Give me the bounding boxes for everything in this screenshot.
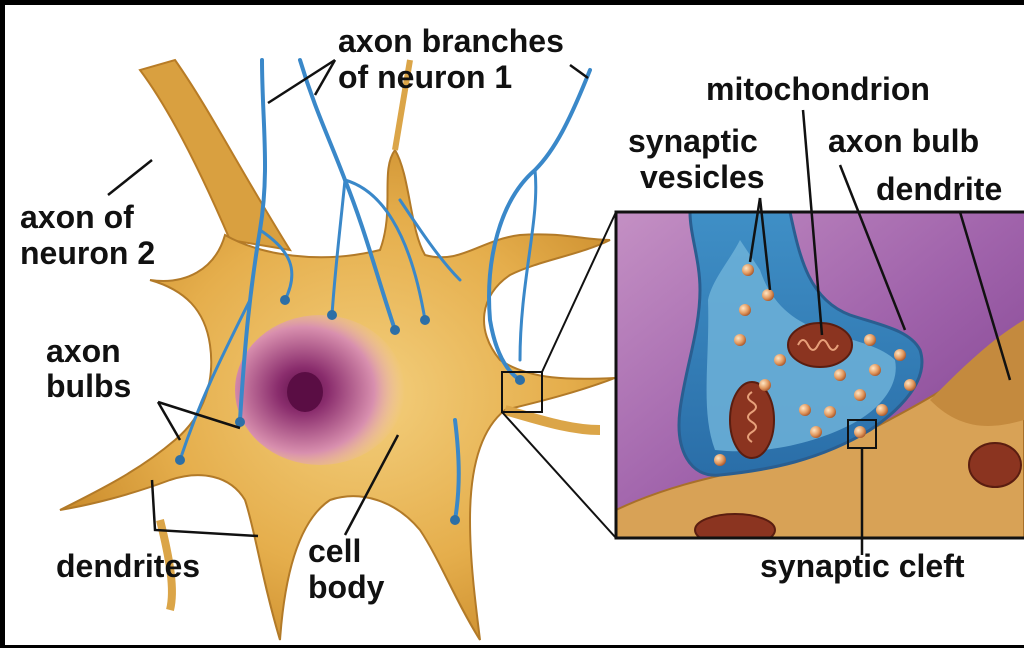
label-axon-bulbs-1: axon (46, 333, 121, 369)
label-synaptic-vesicles-2: vesicles (640, 159, 765, 195)
label-cell-body-1: cell (308, 533, 361, 569)
synapse-inset (616, 212, 1024, 546)
label-axon-bulbs-2: bulbs (46, 368, 131, 404)
axon-of-neuron-2 (140, 60, 290, 250)
label-axon-branches-2: of neuron 1 (338, 59, 512, 95)
label-synaptic-cleft: synaptic cleft (760, 548, 965, 584)
label-axon-bulb: axon bulb (828, 123, 979, 159)
label-axon-of-neuron2-1: axon of (20, 199, 134, 235)
label-cell-body-2: body (308, 569, 385, 605)
label-dendrite: dendrite (876, 171, 1002, 207)
mitochondrion-1 (788, 323, 852, 367)
label-axon-branches-1: axon branches (338, 23, 564, 59)
label-mitochondrion: mitochondrion (706, 71, 930, 107)
label-axon-of-neuron2-2: neuron 2 (20, 235, 155, 271)
label-dendrites: dendrites (56, 548, 200, 584)
label-synaptic-vesicles-1: synaptic (628, 123, 758, 159)
mitochondrion-2 (730, 382, 774, 458)
mitochondrion-3 (969, 443, 1021, 487)
